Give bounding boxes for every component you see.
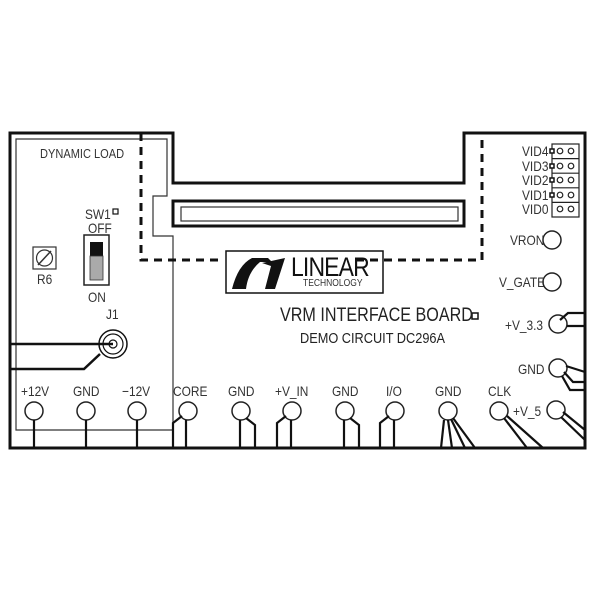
logo-technology-text: TECHNOLOGY (303, 278, 363, 289)
logo-linear-text: LINEAR (291, 252, 370, 282)
board-title: VRM INTERFACE BOARD (280, 305, 473, 326)
terminal-clk-label: CLK (488, 383, 512, 399)
dynamic-load-label: DYNAMIC LOAD (40, 146, 125, 161)
terminal-io-label: I/O (386, 383, 402, 399)
board-subtitle: DEMO CIRCUIT DC296A (300, 330, 446, 347)
terminal-v-in-label: +V_IN (275, 383, 309, 399)
terminal-core-label: CORE (173, 383, 208, 399)
vid3-label: VID3 (522, 158, 549, 174)
terminal-v-gate-label: V_GATE (499, 274, 546, 290)
vid4-label: VID4 (522, 143, 549, 159)
terminal-gnd-3-label: GND (332, 383, 359, 399)
vid2-label: VID2 (522, 172, 549, 188)
terminal-v33-label: +V_3.3 (505, 317, 544, 333)
terminal-v5-label: +V_5 (513, 403, 542, 419)
terminal-minus12v-label: −12V (122, 383, 151, 399)
sw1-on-label: ON (88, 289, 106, 305)
sw1-off-label: OFF (88, 220, 112, 236)
j1-label: J1 (106, 306, 119, 322)
vid0-label: VID0 (522, 201, 549, 217)
vid1-label: VID1 (522, 187, 549, 203)
r6-label: R6 (37, 271, 53, 287)
terminal-gnd-right-label: GND (518, 361, 545, 377)
terminal-gnd-1-label: GND (73, 383, 100, 399)
sw1-label: SW1 (85, 206, 111, 222)
terminal-vron-label: VRON (510, 232, 545, 248)
terminal-plus12v-label: +12V (21, 383, 50, 399)
terminal-gnd-4-label: GND (435, 383, 462, 399)
terminal-gnd-2-label: GND (228, 383, 255, 399)
